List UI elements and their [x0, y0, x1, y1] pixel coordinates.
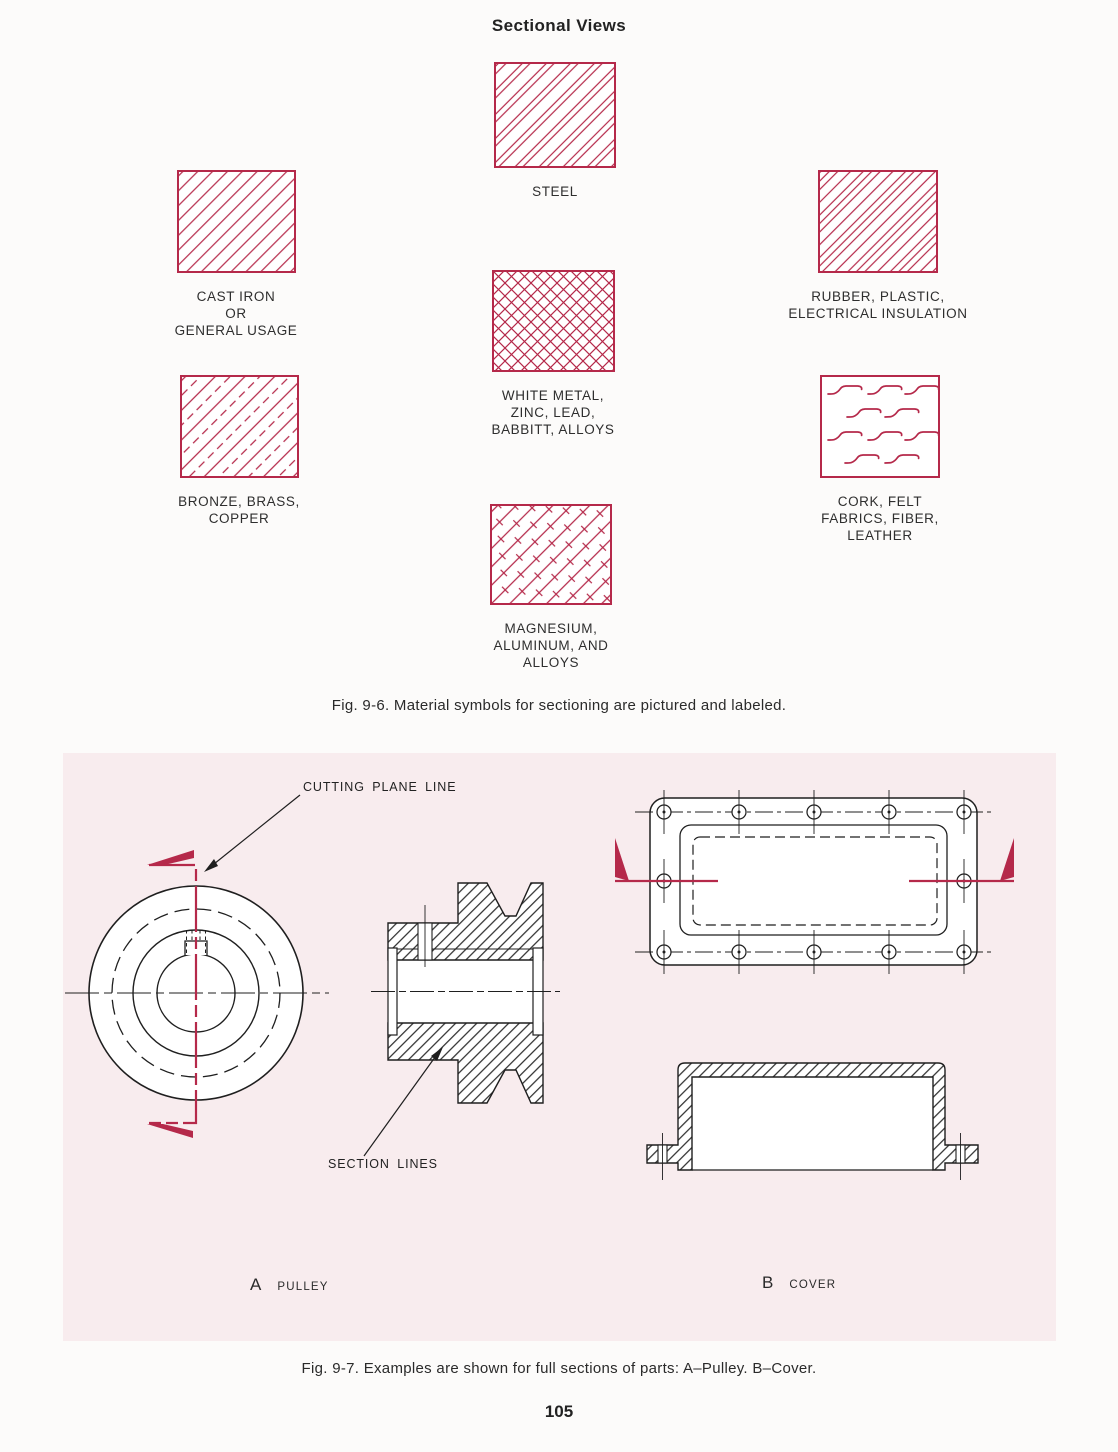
section-lines-leader	[363, 1047, 443, 1157]
part-label-a: A PULLEY	[250, 1275, 329, 1295]
material-label-steel: STEEL	[532, 184, 578, 199]
fig-9-7-caption: Fig. 9-7. Examples are shown for full se…	[301, 1360, 817, 1377]
rubber-hatch-sample	[818, 170, 938, 273]
material-swatch-cork: CORK, FELT FABRICS, FIBER, LEATHER	[755, 375, 1005, 544]
part-name-pulley: PULLEY	[277, 1281, 329, 1293]
cover-bolt-holes	[656, 790, 972, 974]
material-label-magnesium: MAGNESIUM, ALUMINUM, AND ALLOYS	[493, 621, 609, 670]
part-letter-a: A	[250, 1275, 262, 1294]
cutting-plane-line	[147, 850, 198, 1138]
cover-section-view	[646, 1062, 979, 1180]
cover-cutting-plane-line	[615, 838, 1014, 883]
material-swatch-steel: STEEL	[430, 62, 680, 200]
part-label-b: B COVER	[762, 1273, 836, 1293]
white-metal-hatch-sample	[491, 270, 615, 372]
material-label-rubber: RUBBER, PLASTIC, ELECTRICAL INSULATION	[788, 289, 968, 321]
material-label-cast-iron: CAST IRON OR GENERAL USAGE	[174, 289, 298, 338]
material-swatch-magnesium: MAGNESIUM, ALUMINUM, AND ALLOYS	[426, 504, 676, 671]
cutting-plane-leader	[204, 794, 301, 872]
fig-9-6-caption: Fig. 9-6. Material symbols for sectionin…	[331, 697, 787, 714]
page-number: 105	[544, 1402, 574, 1421]
cutting-plane-line-label: CUTTING PLANE LINE	[303, 780, 457, 794]
cutting-plane-arrow-top	[147, 850, 194, 865]
steel-hatch-sample	[494, 62, 616, 168]
material-swatch-white-metal: WHITE METAL, ZINC, LEAD, BABBITT, ALLOYS	[428, 270, 678, 438]
material-label-bronze: BRONZE, BRASS, COPPER	[178, 494, 300, 526]
magnesium-hatch-sample	[490, 504, 612, 605]
fig-9-7-drawing	[65, 790, 1014, 1180]
part-letter-b: B	[762, 1273, 774, 1292]
material-swatch-rubber: RUBBER, PLASTIC, ELECTRICAL INSULATION	[753, 170, 1003, 322]
cover-cutting-arrow-right	[1000, 838, 1014, 881]
cover-cutting-arrow-left	[615, 838, 629, 881]
page-title: Sectional Views	[491, 16, 627, 35]
cork-squiggle-sample	[820, 375, 940, 478]
pulley-section-view	[371, 882, 560, 1104]
part-name-cover: COVER	[789, 1279, 837, 1291]
cast-iron-hatch-sample	[176, 170, 296, 273]
cover-top-view	[615, 790, 1014, 974]
material-swatch-bronze: BRONZE, BRASS, COPPER	[114, 375, 364, 527]
section-lines-label: SECTION LINES	[328, 1157, 438, 1171]
material-label-white-metal: WHITE METAL, ZINC, LEAD, BABBITT, ALLOYS	[491, 388, 615, 437]
fig-9-7-panel: CUTTING PLANE LINE SECTION LINES A PULLE…	[63, 753, 1056, 1341]
bronze-hatch-sample	[179, 375, 299, 478]
cutting-plane-arrow-bottom	[147, 1124, 193, 1138]
material-swatch-cast-iron: CAST IRON OR GENERAL USAGE	[111, 170, 361, 339]
material-label-cork: CORK, FELT FABRICS, FIBER, LEATHER	[821, 494, 939, 543]
